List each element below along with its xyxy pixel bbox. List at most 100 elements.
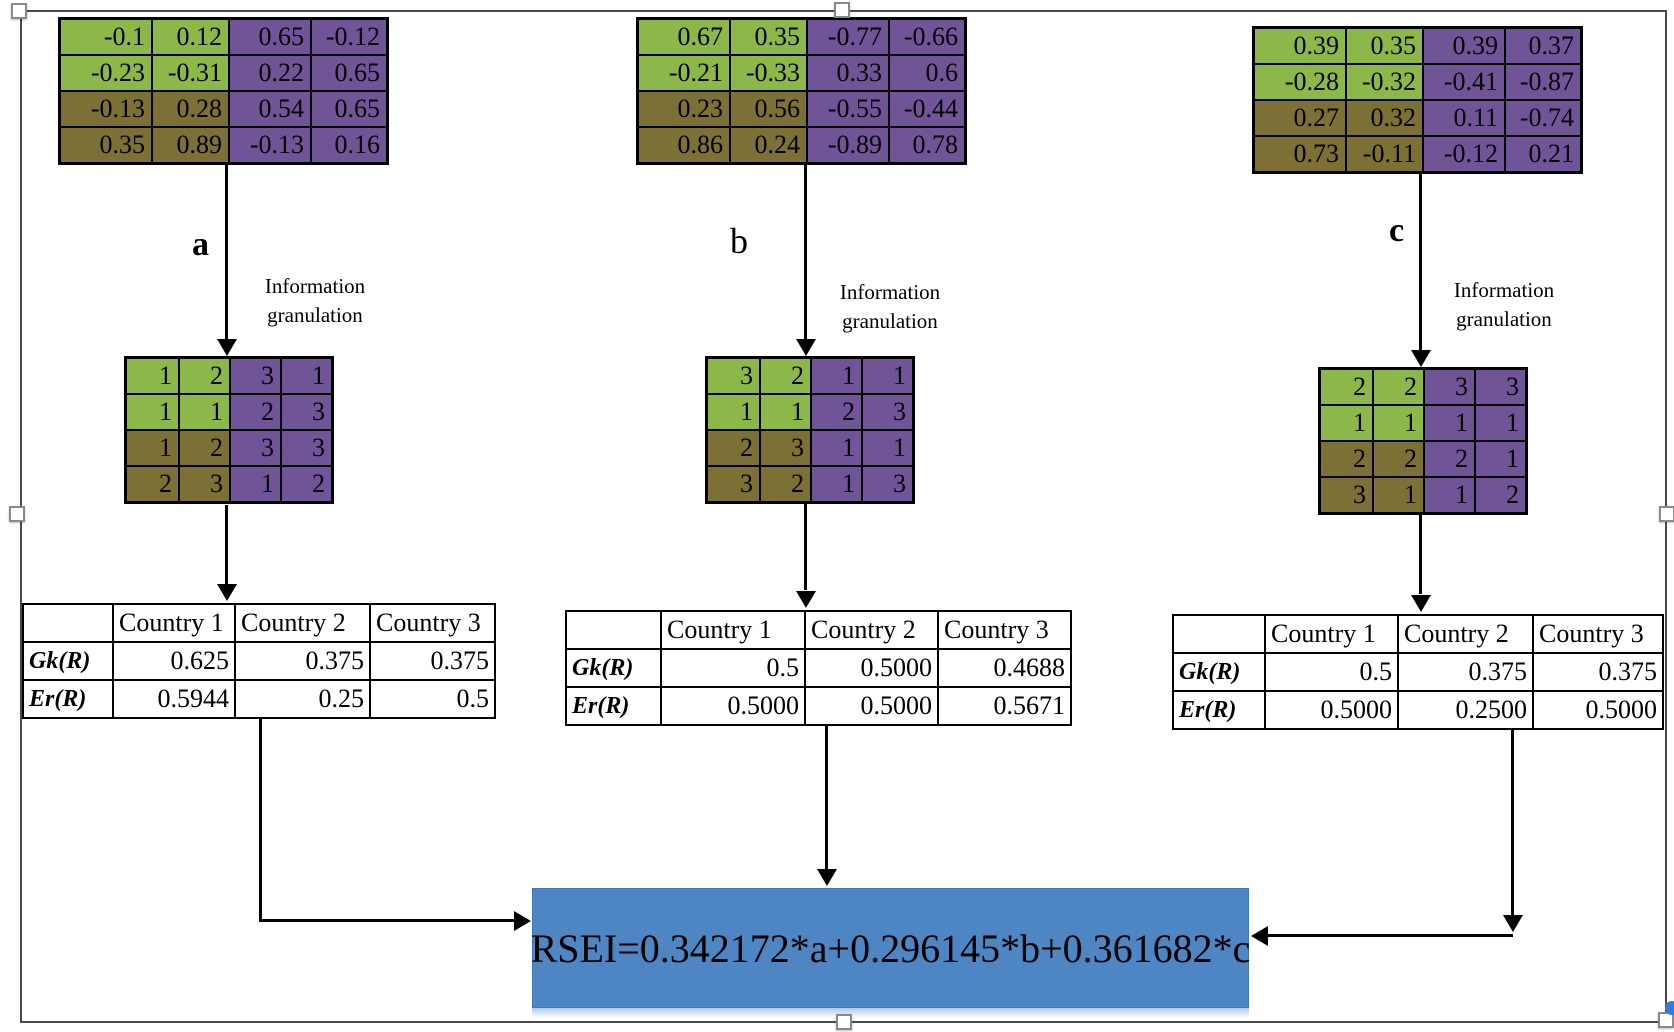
connector-c-vline [1511, 730, 1514, 916]
connector-b-vline [825, 726, 828, 870]
blue-cursor-dot [1665, 1001, 1674, 1015]
matrix-cell: 0.32 [1345, 101, 1422, 135]
matrix-cell: 2 [1321, 370, 1372, 404]
arrow-a-line [225, 165, 228, 343]
arrow-a-head-icon [217, 339, 237, 356]
table-value-cell: 0.375 [1532, 654, 1662, 690]
matrix-cell: -0.74 [1504, 101, 1580, 135]
matrix-cell: 2 [759, 467, 810, 501]
connector-a-vline [259, 719, 262, 922]
matrix-cell: 2 [229, 395, 280, 429]
table-value-cell: 0.375 [234, 643, 369, 679]
matrix-cell: 1 [810, 431, 861, 465]
table-row-label: Gk(R) [29, 648, 91, 674]
arrow-b2-line [804, 504, 807, 590]
matrix-cell: 0.33 [806, 56, 888, 90]
table-header-cell: Country 1 [1264, 616, 1397, 652]
matrix-cell: 0.78 [888, 128, 964, 162]
matrix-cell: 1 [127, 431, 178, 465]
matrix-cell: 2 [178, 359, 229, 393]
table-header-cell: Country 3 [369, 605, 494, 641]
arrow-b-line [804, 165, 807, 343]
selection-handle-bottom-center[interactable] [836, 1014, 852, 1030]
matrix-cell: 0.54 [228, 92, 310, 126]
matrix-cell: 2 [708, 431, 759, 465]
matrix-cell: 0.11 [1422, 101, 1504, 135]
matrix-cell: 0.24 [729, 128, 806, 162]
matrix-cell: -0.31 [151, 56, 228, 90]
matrix-cell: 3 [708, 359, 759, 393]
granulation-label-b: Information granulation [839, 280, 941, 333]
selection-handle-bottom-right[interactable] [1658, 1012, 1674, 1028]
matrix-cell: 1 [1474, 442, 1525, 476]
granulation-label-a: Information granulation [264, 274, 366, 327]
matrix-cell: 1 [178, 395, 229, 429]
table-header-cell: Country 2 [234, 605, 369, 641]
matrix-cell: 0.35 [729, 20, 806, 54]
matrix-cell: 3 [708, 467, 759, 501]
table-row-label: Er(R) [29, 686, 87, 712]
matrix-cell: 1 [127, 395, 178, 429]
matrix-cell: 2 [1474, 478, 1525, 512]
matrix-cell: -0.32 [1345, 65, 1422, 99]
matrix-cell: 1 [1423, 406, 1474, 440]
table-row-label: Er(R) [572, 693, 630, 719]
selection-handle-left-middle[interactable] [9, 506, 25, 522]
matrix-cell: 0.21 [1504, 137, 1580, 171]
rsei-formula-text: RSEI=0.342172*a+0.296145*b+0.361682*c [530, 925, 1251, 971]
table-header-cell [24, 605, 112, 641]
matrix-cell: 3 [861, 395, 912, 429]
matrix-cell: 2 [178, 431, 229, 465]
granulation-label-c: Information granulation [1453, 278, 1555, 331]
branch-label-b: b [730, 221, 748, 261]
matrix-cell: 3 [178, 467, 229, 501]
matrix-cell: 3 [229, 431, 280, 465]
matrix-cell: 0.28 [151, 92, 228, 126]
matrix-cell: 1 [810, 359, 861, 393]
matrix-cell: 0.39 [1255, 29, 1345, 63]
matrix-cell: -0.41 [1422, 65, 1504, 99]
formula-box-shadow [532, 1008, 1249, 1018]
arrow-b2-head-icon [796, 591, 816, 608]
table-value-cell: 0.5944 [112, 681, 234, 717]
matrix-row: -0.28-0.32-0.41-0.87 [1255, 63, 1580, 99]
matrix-cell: 0.65 [310, 56, 386, 90]
matrix-cell: 2 [1423, 442, 1474, 476]
matrix-cell: -0.87 [1504, 65, 1580, 99]
matrix-cell: -0.77 [806, 20, 888, 54]
matrix-cell: -0.13 [61, 92, 151, 126]
table-value-cell: 0.4688 [937, 650, 1070, 686]
matrix-cell: 0.6 [888, 56, 964, 90]
table-header-cell: Country 3 [1532, 616, 1662, 652]
table-value-cell: 0.5 [369, 681, 494, 717]
matrix-cell: -0.12 [1422, 137, 1504, 171]
selection-handle-right-middle[interactable] [1659, 506, 1674, 522]
matrix-cell: -0.12 [310, 20, 386, 54]
selection-handle-top-left[interactable] [11, 3, 27, 19]
selection-handle-top-center[interactable] [834, 2, 850, 18]
matrix-cell: 1 [1321, 406, 1372, 440]
matrix-cell: 0.86 [639, 128, 729, 162]
matrix-cell: 2 [1321, 442, 1372, 476]
arrow-c2-line [1419, 515, 1422, 594]
matrix-cell: -0.55 [806, 92, 888, 126]
matrix-cell: -0.44 [888, 92, 964, 126]
matrix-cell: 3 [280, 395, 331, 429]
